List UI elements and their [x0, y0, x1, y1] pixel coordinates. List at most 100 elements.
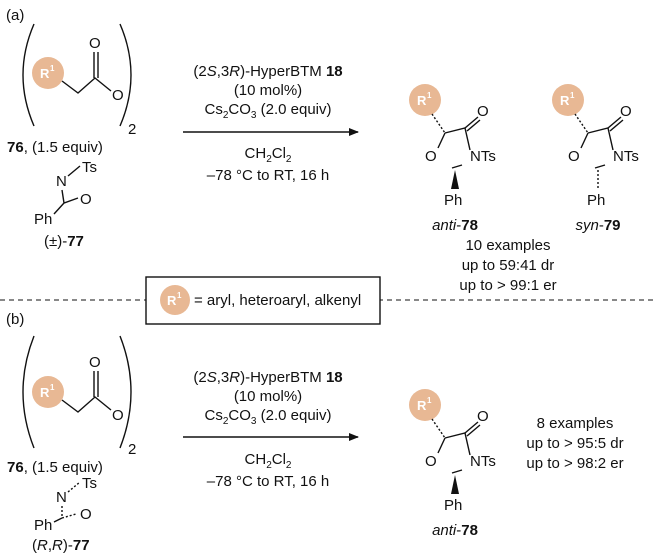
subscript-2: 2 — [128, 121, 136, 138]
subscript-2: 2 — [128, 441, 136, 458]
solvent-text: CH2Cl2 — [245, 451, 292, 471]
oxaziridine-77-structure: N Ts O Ph — [34, 475, 97, 534]
base-text: Cs2CO3 (2.0 equiv) — [204, 407, 331, 427]
oxaziridine-n: N — [56, 173, 67, 190]
ring-bonds — [437, 127, 471, 169]
ring-oxygen: O — [425, 148, 437, 165]
wedge-bond — [451, 170, 459, 189]
carbonyl-bond — [464, 421, 481, 437]
result-er: up to > 99:1 er — [459, 277, 556, 294]
syn-79-label: syn-79 — [575, 217, 620, 234]
compound-77-label: (±)-77 — [44, 233, 84, 250]
product-anti-78-structure: R 1 O O NTs Ph — [409, 84, 496, 209]
ester-oxygen: O — [112, 407, 124, 424]
r1-superscript: 1 — [50, 383, 55, 392]
panel-a: (a) R 1 O O 2 76, (1.5 equiv) N Ts O Ph … — [6, 7, 639, 294]
r1-group — [32, 376, 64, 408]
catalyst-text: (2S,3R)-HyperBTM 18 — [193, 369, 342, 386]
result-dr: up to > 95:5 dr — [526, 435, 623, 452]
oxaziridine-bonds — [53, 165, 81, 215]
carbonyl-oxygen: O — [477, 408, 489, 425]
r1-superscript: 1 — [570, 91, 575, 100]
panel-a-label: (a) — [6, 7, 24, 24]
r1-label: R — [417, 93, 427, 108]
result-er: up to > 98:2 er — [526, 455, 623, 472]
oxaziridine-ph-bond — [53, 517, 63, 523]
panel-b: (b) R 1 O O 2 76, (1.5 equiv) N Ts O Ph … — [6, 311, 624, 553]
compound-76-label: 76, (1.5 equiv) — [7, 139, 103, 156]
result-dr: up to 59:41 dr — [462, 257, 555, 274]
loading-text: (10 mol%) — [234, 388, 302, 405]
carbonyl-oxygen: O — [477, 103, 489, 120]
phenyl-label: Ph — [444, 192, 462, 209]
panel-b-label: (b) — [6, 311, 24, 328]
oxaziridine-ts: Ts — [82, 159, 97, 176]
r1-label: R — [417, 398, 427, 413]
r1-superscript: 1 — [427, 396, 432, 405]
r1-label: R — [40, 385, 50, 400]
solvent-text: CH2Cl2 — [245, 145, 292, 165]
carbonyl-oxygen: O — [89, 35, 101, 52]
stereo-bond — [574, 113, 589, 134]
result-examples: 10 examples — [465, 237, 550, 254]
oxaziridine-77-structure: N Ts O Ph — [34, 159, 97, 228]
wedge-bond — [451, 475, 459, 494]
base-text: Cs2CO3 (2.0 equiv) — [204, 101, 331, 121]
nts-label: NTs — [613, 148, 639, 165]
phenyl-label: Ph — [587, 192, 605, 209]
ring-oxygen: O — [568, 148, 580, 165]
r1-group — [552, 84, 584, 116]
ring-bonds — [580, 127, 614, 169]
carbonyl-bond — [607, 116, 624, 132]
oxaziridine-n: N — [56, 489, 67, 506]
anti-78-label: anti-78 — [432, 522, 478, 539]
result-examples: 8 examples — [537, 415, 614, 432]
anhydride-76-structure: R 1 O O 2 — [22, 23, 136, 138]
right-paren — [119, 23, 132, 127]
r1-group — [409, 389, 441, 421]
stereo-bond — [431, 418, 446, 439]
stereo-bond — [431, 113, 446, 134]
oxaziridine-o: O — [80, 506, 92, 523]
ring-bonds — [437, 432, 471, 474]
chain-bonds — [61, 396, 112, 413]
ring-oxygen: O — [425, 453, 437, 470]
compound-77-label: (R,R)-77 — [32, 537, 90, 553]
nts-label: NTs — [470, 453, 496, 470]
r1-label: R — [40, 66, 50, 81]
left-paren — [22, 335, 35, 449]
r1-label: R — [560, 93, 570, 108]
chain-bonds — [61, 77, 112, 94]
left-paren — [22, 23, 35, 127]
product-anti-78-structure: R 1 O O NTs Ph — [409, 389, 496, 514]
carbonyl-bond — [464, 116, 481, 132]
oxaziridine-ts: Ts — [82, 475, 97, 492]
r1-group — [32, 57, 64, 89]
r1-legend-box: R 1 = aryl, heteroaryl, alkenyl — [145, 276, 381, 325]
phenyl-label: Ph — [444, 497, 462, 514]
r1-superscript: 1 — [50, 64, 55, 73]
carbonyl-oxygen: O — [89, 354, 101, 371]
catalyst-text: (2S,3R)-HyperBTM 18 — [193, 63, 342, 80]
nts-label: NTs — [470, 148, 496, 165]
loading-text: (10 mol%) — [234, 82, 302, 99]
r1-group — [160, 285, 190, 315]
compound-76-label: 76, (1.5 equiv) — [7, 459, 103, 476]
temperature-text: –78 °C to RT, 16 h — [207, 473, 329, 490]
temperature-text: –78 °C to RT, 16 h — [207, 167, 329, 184]
ester-oxygen: O — [112, 87, 124, 104]
legend-text: = aryl, heteroaryl, alkenyl — [194, 292, 361, 309]
anti-78-label: anti-78 — [432, 217, 478, 234]
oxaziridine-o: O — [80, 191, 92, 208]
carbonyl-oxygen: O — [620, 103, 632, 120]
carbonyl-bond — [93, 371, 99, 397]
r1-superscript: 1 — [177, 291, 182, 300]
oxaziridine-ph: Ph — [34, 211, 52, 228]
right-paren — [119, 335, 132, 449]
r1-superscript: 1 — [427, 91, 432, 100]
oxaziridine-ph: Ph — [34, 517, 52, 534]
product-syn-79-structure: R 1 O O NTs Ph — [552, 84, 639, 209]
r1-group — [409, 84, 441, 116]
anhydride-76-structure: R 1 O O 2 — [22, 335, 136, 458]
